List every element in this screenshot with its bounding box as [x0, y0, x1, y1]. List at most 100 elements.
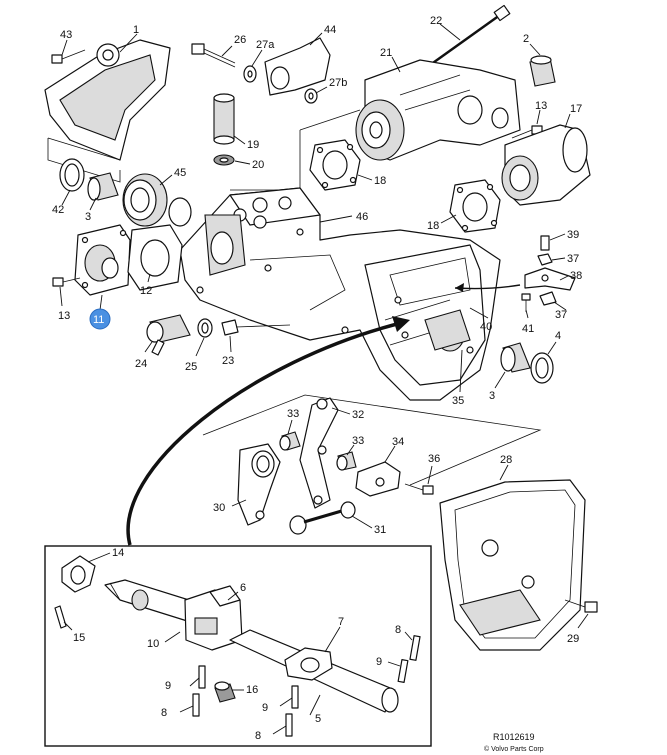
part-lever-38 [524, 267, 576, 291]
part-plug-16 [214, 681, 236, 703]
label-28: 28 [500, 454, 512, 466]
part-bolt-26 [191, 43, 236, 68]
part-cover-1 [44, 39, 171, 161]
label-19: 19 [247, 139, 259, 151]
label-7: 7 [338, 616, 344, 628]
label-8-left: 8 [161, 707, 167, 719]
label-23: 23 [222, 355, 234, 367]
label-29: 29 [567, 633, 579, 645]
label-21: 21 [380, 47, 392, 59]
part-ring-42 [59, 158, 85, 192]
label-18-upper: 18 [374, 175, 386, 187]
part-bolt-36 [404, 483, 434, 495]
label-9-right: 9 [376, 656, 382, 668]
part-bolt-13-left [52, 277, 81, 287]
part-nut-37-upper [537, 253, 553, 266]
label-27b: 27b [329, 77, 347, 89]
part-cover-28 [439, 479, 586, 651]
label-37-upper: 37 [567, 253, 579, 265]
part-pin-8-left [192, 693, 200, 717]
label-8-right: 8 [395, 624, 401, 636]
part-link-31 [289, 501, 356, 535]
label-37-lower: 37 [555, 309, 567, 321]
label-46: 46 [356, 211, 368, 223]
label-43: 43 [60, 29, 72, 41]
label-15: 15 [73, 632, 85, 644]
part-housing-17 [501, 124, 591, 206]
label-38: 38 [570, 270, 582, 282]
part-gasket-12 [127, 224, 183, 291]
part-flange-11 [74, 224, 131, 296]
label-45: 45 [174, 167, 186, 179]
part-seal-25 [197, 318, 213, 338]
part-hub-45 [122, 173, 192, 227]
label-3-left: 3 [85, 211, 91, 223]
part-washer-27a [243, 65, 257, 83]
label-9-left: 9 [165, 680, 171, 692]
part-pin-9-left [198, 665, 206, 689]
label-31: 31 [374, 524, 386, 536]
part-pin-9-right [397, 659, 409, 683]
label-13-right: 13 [535, 100, 547, 112]
label-1: 1 [133, 24, 139, 36]
part-block-6 [184, 585, 243, 651]
label-14: 14 [112, 547, 124, 559]
label-8-mid: 8 [255, 730, 261, 742]
label-13-left: 13 [58, 310, 70, 322]
highlight-badge-11[interactable] [89, 308, 111, 330]
label-12: 12 [140, 285, 152, 297]
label-25: 25 [185, 361, 197, 373]
part-gasket-18-upper [309, 139, 361, 191]
label-3-right: 3 [489, 390, 495, 402]
part-pin-39 [540, 235, 550, 251]
label-16: 16 [246, 684, 258, 696]
label-32: 32 [352, 409, 364, 421]
part-fork-7 [284, 647, 333, 681]
part-block-34 [355, 461, 401, 497]
label-39: 39 [567, 229, 579, 241]
part-bolt-29 [564, 599, 598, 613]
label-36: 36 [428, 453, 440, 465]
part-bushing-33-lower [336, 451, 357, 471]
label-40: 40 [480, 321, 492, 333]
part-bushing-3-right [500, 342, 531, 373]
label-11[interactable]: 11 [93, 314, 104, 326]
part-bolt-22 [429, 4, 511, 67]
label-27a: 27a [256, 39, 275, 51]
copyright-notice: © Volvo Parts Corp [484, 745, 544, 753]
label-5: 5 [315, 713, 321, 725]
label-26: 26 [234, 34, 246, 46]
part-bushing-33-upper [279, 431, 301, 451]
part-ring-14 [61, 555, 96, 593]
part-washer-27b [304, 88, 318, 104]
part-fork-32 [299, 397, 339, 509]
part-pin-15 [54, 605, 67, 629]
part-pin-8-right [409, 635, 421, 661]
part-cap-2 [529, 55, 556, 87]
label-41: 41 [522, 323, 534, 335]
label-18-lower: 18 [427, 220, 439, 232]
part-main-housing-46 [179, 187, 501, 401]
label-22: 22 [430, 15, 442, 27]
part-gasket-18-lower [449, 179, 501, 233]
detail-inset-box [44, 545, 432, 747]
part-bolt-43 [51, 49, 86, 64]
part-spacer-19 [213, 93, 235, 145]
part-nut-37-lower [539, 291, 557, 306]
label-33-upper: 33 [287, 408, 299, 420]
part-washer-20 [213, 154, 235, 166]
reference-code: R1012619 [493, 732, 535, 742]
label-2: 2 [523, 33, 529, 45]
part-breather-24 [146, 314, 191, 356]
part-bushing-3-left [87, 172, 119, 201]
label-34: 34 [392, 436, 404, 448]
label-4: 4 [555, 330, 561, 342]
label-30: 30 [213, 502, 225, 514]
label-35: 35 [452, 395, 464, 407]
part-pin-8-mid [285, 713, 293, 737]
part-actuator-21 [355, 59, 521, 161]
label-42: 42 [52, 204, 64, 216]
part-seal-4 [530, 352, 554, 384]
